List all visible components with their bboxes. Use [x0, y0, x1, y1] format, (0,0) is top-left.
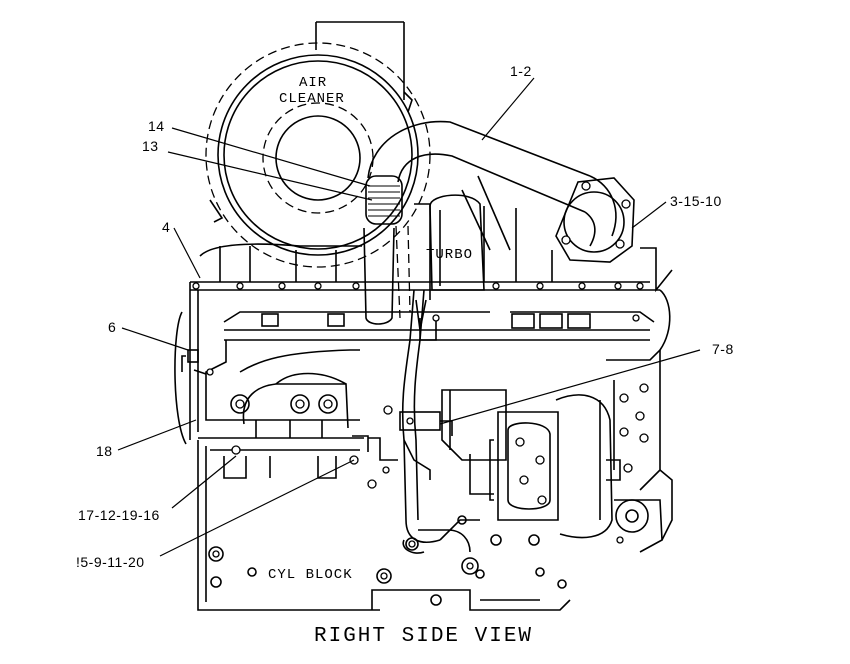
component-labels: AIR CLEANER TURBO CYL BLOCK — [268, 75, 473, 583]
callout-labels: 1-2 14 13 3-15-10 4 6 7-8 18 17-12-19-16… — [76, 63, 734, 570]
turbo-flange — [555, 177, 635, 263]
leader-lines — [117, 77, 701, 557]
cylinder-block — [197, 440, 571, 611]
callout-7-8: 7-8 — [712, 341, 734, 357]
label-cyl-block: CYL BLOCK — [268, 567, 353, 583]
callout-5-9-11-20: !5-9-11-20 — [76, 554, 145, 570]
fuel-injection-pump — [441, 389, 621, 539]
front-housing — [174, 311, 199, 445]
hose-clamp — [363, 175, 411, 325]
callout-1-2: 1-2 — [510, 63, 532, 79]
callout-4: 4 — [162, 219, 170, 235]
cover-rail — [223, 311, 655, 341]
fuel-lines — [352, 435, 567, 589]
head-bolts — [192, 282, 644, 290]
callout-18: 18 — [96, 443, 113, 459]
label-cleaner: CLEANER — [279, 91, 345, 107]
callout-3-15-10: 3-15-10 — [670, 193, 722, 209]
turbocharger — [414, 194, 485, 300]
callout-6: 6 — [108, 319, 116, 335]
callout-14: 14 — [148, 118, 165, 134]
label-air: AIR — [299, 75, 327, 91]
label-turbo: TURBO — [426, 247, 473, 263]
valve-cover — [189, 206, 673, 440]
turbo-oil-line — [383, 289, 453, 544]
view-caption: RIGHT SIDE VIEW — [314, 625, 533, 648]
air-cleaner — [205, 21, 431, 268]
exhaust-manifold — [193, 340, 364, 439]
timing-cover — [606, 289, 673, 553]
air-inlet-pipe — [367, 120, 617, 251]
callout-17-12-19-16: 17-12-19-16 — [78, 507, 160, 523]
callout-13: 13 — [142, 138, 159, 154]
